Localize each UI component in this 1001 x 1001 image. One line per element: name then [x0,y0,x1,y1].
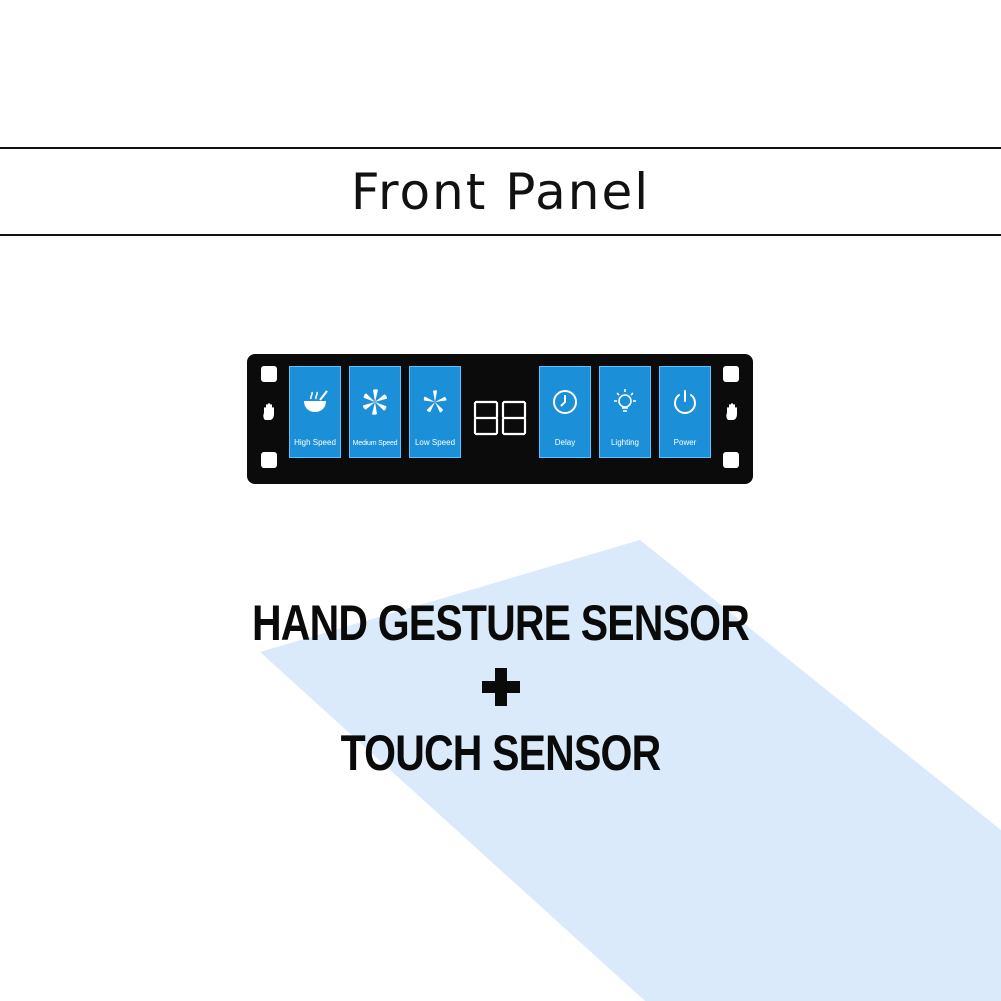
button-label: Power [673,438,697,447]
corner-marker [261,452,277,468]
low-speed-button[interactable]: Low Speed [409,366,461,458]
bottom-divider [0,234,1001,236]
seven-segment-display [473,400,527,436]
lighting-button[interactable]: Lighting [599,366,651,458]
fan-icon [363,389,387,415]
control-panel: High Speed Medium Speed Low Spe [247,354,753,484]
cooking-pot-icon [304,390,328,412]
button-label: Medium Speed [352,440,398,447]
corner-marker [723,366,739,382]
fan-icon [423,390,447,413]
power-button[interactable]: Power [659,366,711,458]
clock-icon [553,390,577,414]
button-label: High Speed [294,438,336,447]
plus-icon [482,668,520,706]
medium-speed-button[interactable]: Medium Speed [349,366,401,458]
light-bulb-icon [614,389,636,412]
top-divider [0,147,1001,149]
button-label: Low Speed [414,438,456,447]
headline-hand-gesture: HAND GESTURE SENSOR [252,595,750,651]
button-label: Delay [554,438,576,447]
high-speed-button[interactable]: High Speed [289,366,341,458]
headline-touch: TOUCH SENSOR [340,725,662,781]
corner-marker [723,452,739,468]
corner-marker [261,366,277,382]
hand-gesture-icon [263,403,274,420]
delay-button[interactable]: Delay [539,366,591,458]
power-icon [674,390,696,414]
button-label: Lighting [610,438,640,447]
page-title: Front Panel [350,163,651,221]
hand-gesture-icon [726,403,737,420]
